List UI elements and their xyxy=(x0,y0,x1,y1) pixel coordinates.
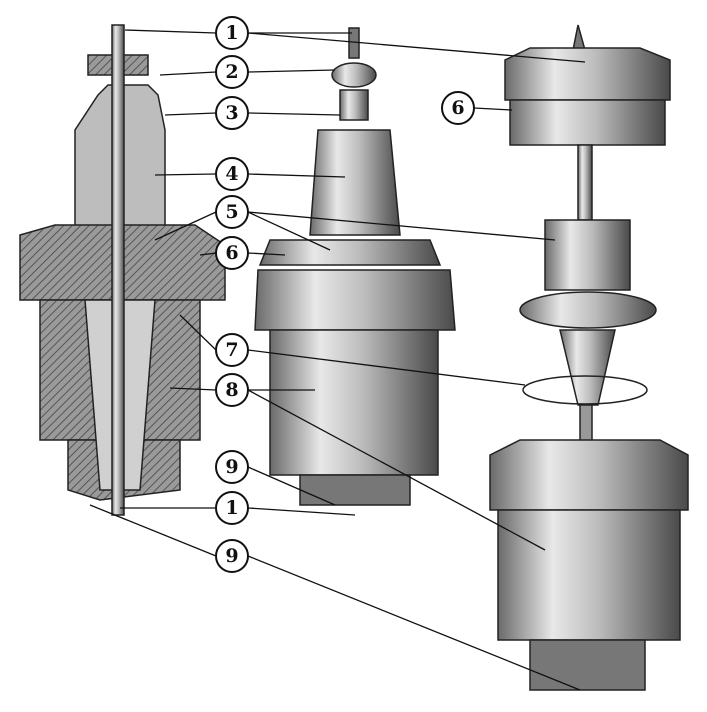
callout-9-bottom: 9 xyxy=(215,539,249,573)
callout-label: 2 xyxy=(225,61,238,83)
callout-6-right: 6 xyxy=(441,91,475,125)
callout-label: 8 xyxy=(225,379,238,401)
exploded-spark-plug xyxy=(489,24,689,691)
callout-label: 9 xyxy=(225,545,238,567)
callout-label: 7 xyxy=(225,339,238,361)
callout-label: 6 xyxy=(451,97,464,119)
callout-1-bottom: 1 xyxy=(215,491,249,525)
callout-label: 3 xyxy=(225,102,238,124)
callout-4: 4 xyxy=(215,157,249,191)
leader-lines xyxy=(89,29,586,691)
callout-6-left: 6 xyxy=(215,236,249,270)
callout-2: 2 xyxy=(215,55,249,89)
callout-1-top: 1 xyxy=(215,16,249,50)
sectioned-spark-plug xyxy=(19,24,226,516)
callout-3: 3 xyxy=(215,96,249,130)
callout-5: 5 xyxy=(215,195,249,229)
callout-label: 1 xyxy=(225,497,238,519)
callout-label: 6 xyxy=(225,242,238,264)
callout-9-top: 9 xyxy=(215,450,249,484)
callout-label: 1 xyxy=(225,22,238,44)
callout-label: 4 xyxy=(225,163,238,185)
callout-7: 7 xyxy=(215,333,249,367)
callout-8: 8 xyxy=(215,373,249,407)
callout-label: 9 xyxy=(225,456,238,478)
callout-label: 5 xyxy=(225,201,238,223)
assembled-spark-plug xyxy=(254,27,456,506)
